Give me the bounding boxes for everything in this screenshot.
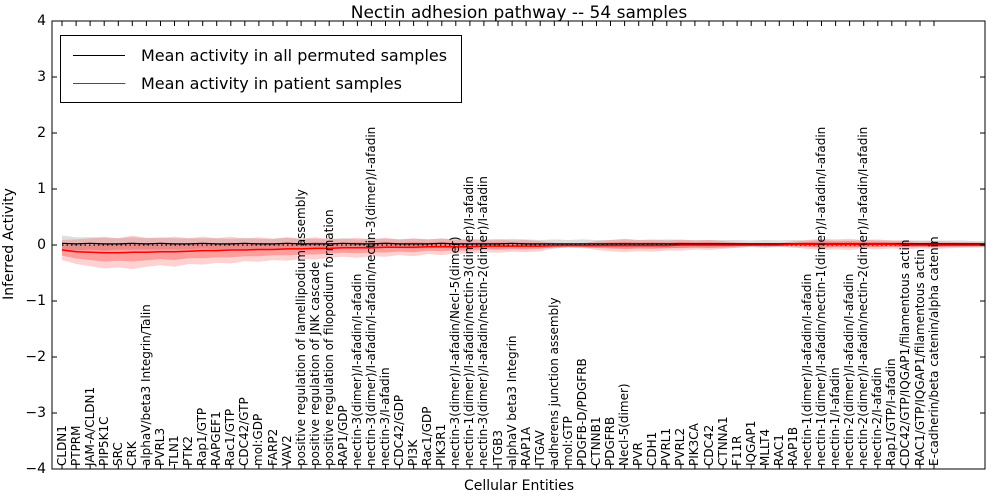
y-tick-label: 2 xyxy=(37,125,46,141)
x-tick-label: PDGFRB xyxy=(603,416,617,466)
x-tick-label: nectin-3(dimer)/I-afadin/Necl-5(dimer) xyxy=(448,236,463,466)
x-tick-label: positive regulation of filopodium format… xyxy=(321,209,336,466)
x-tick-label: nectin-2(dimer)/I-afadin/nectin-2(dimer)… xyxy=(856,126,871,466)
x-tick-label: TLN1 xyxy=(167,435,181,466)
x-tick-label: nectin-2/I-afadin xyxy=(870,367,885,466)
x-tick-label: PIP5K1C xyxy=(96,416,111,466)
legend-line-red-icon xyxy=(73,82,125,84)
x-tick-label: CDC42 xyxy=(701,424,716,466)
x-tick-label: positive regulation of JNK cascade xyxy=(307,261,322,466)
x-tick-label: CDC42/GTP/IQGAP1/filamentous actin xyxy=(898,239,913,466)
data-layer xyxy=(61,235,985,270)
x-tick-label: PIK3CA xyxy=(687,423,702,466)
y-tick-label: −1 xyxy=(25,293,46,309)
x-tick-label: PTPRM xyxy=(68,425,83,467)
x-tick-label: MLLT4 xyxy=(757,428,772,466)
x-tick-label: nectin-2(dimer)/I-afadin/I-afadin xyxy=(842,273,857,466)
x-tick-label: nectin-3(dimer)/I-afadin/I-afadin/nectin… xyxy=(363,126,378,466)
x-tick-label: RAP1/GDP xyxy=(335,405,350,466)
x-tick-label: CRK xyxy=(124,441,139,466)
chart-title: Nectin adhesion pathway -- 54 samples xyxy=(350,3,688,23)
legend: Mean activity in all permuted samples Me… xyxy=(60,35,463,103)
x-tick-label: IQGAP1 xyxy=(743,420,758,466)
x-tick-label: PVR xyxy=(631,442,646,466)
x-tick-label: CTNNA1 xyxy=(715,416,730,466)
x-tick-label: nectin-3/I-afadin xyxy=(378,367,392,466)
legend-entry-permuted: Mean activity in all permuted samples xyxy=(73,41,447,69)
x-tick-label: positive regulation of lamellipodium ass… xyxy=(293,189,308,466)
x-tick-label: CLDN1 xyxy=(54,425,69,466)
axis-ticks xyxy=(52,20,985,470)
x-tick-label: adherens junction assembly xyxy=(546,297,561,466)
y-tick-label: 4 xyxy=(37,13,46,29)
x-tick-label: E-cadherin/beta catenin/alpha catenin xyxy=(926,236,941,466)
x-tick-label: nectin-3(dimer)/I-afadin/nectin-2(dimer)… xyxy=(476,176,491,466)
x-tick-label: Rac1/GTP xyxy=(223,408,238,466)
x-tick-label: CDC42/GDP xyxy=(392,394,407,466)
x-tick-label: PIK3R1 xyxy=(434,423,449,466)
x-tick-label: RAP1A xyxy=(518,426,533,466)
legend-line-black-icon xyxy=(73,54,125,56)
x-tick-label: CDH1 xyxy=(645,431,660,466)
x-tick-label: ITGAV xyxy=(532,430,547,466)
x-tick-label: RAC1 xyxy=(771,434,786,466)
x-tick-label: nectin-1(dimer)/I-afadin/I-afadin xyxy=(799,273,814,466)
x-tick-label: mol:GDP xyxy=(251,413,266,466)
y-tick-label: 1 xyxy=(37,181,46,197)
patient-band-inner xyxy=(62,241,985,262)
x-tick-label: VAV2 xyxy=(279,435,294,466)
x-tick-label: SRC xyxy=(110,442,125,466)
y-tick-label: −4 xyxy=(25,461,46,477)
x-tick-label: PI3K xyxy=(406,439,421,466)
x-tick-label: PDGFB-D/PDGFRB xyxy=(574,358,589,466)
x-tick-label: RAC1/GTP/IQGAP1/filamentous actin xyxy=(912,248,927,466)
x-tick-label: PVRL3 xyxy=(153,427,167,466)
legend-label-patient: Mean activity in patient samples xyxy=(141,73,402,93)
x-tick-label: Rac1/GDP xyxy=(420,406,435,466)
x-tick-label: nectin-1/I-afadin xyxy=(828,367,843,466)
x-tick-label: PVRL1 xyxy=(659,427,674,466)
y-tick-label: 0 xyxy=(37,237,46,253)
x-tick-label: ITGB3 xyxy=(490,429,505,466)
y-axis-label: Inferred Activity xyxy=(1,188,17,300)
patient-mean-line xyxy=(61,243,985,254)
legend-entry-patient: Mean activity in patient samples xyxy=(73,69,447,97)
x-tick-label: Rap1/GTP xyxy=(195,407,210,466)
x-tick-label: PTK2 xyxy=(181,435,196,466)
x-tick-label: FARP2 xyxy=(265,428,280,466)
x-tick-label: Rap1/GTP/I-afadin xyxy=(884,358,899,466)
x-tick-label: F11R xyxy=(729,435,744,466)
x-tick-label: alphaV beta3 Integrin xyxy=(504,335,519,466)
x-tick-label: CDC42/GTP xyxy=(237,397,252,466)
x-tick-label: nectin-3(dimer)/I-afadin/I-afadin xyxy=(349,273,364,466)
y-tick-label: −2 xyxy=(25,349,46,365)
x-tick-label: mol:GTP xyxy=(560,416,575,466)
x-tick-label: RAPGEF1 xyxy=(209,411,224,466)
x-tick-label: JAM-A/CLDN1 xyxy=(82,386,97,466)
y-tick-label: 3 xyxy=(37,69,46,85)
x-tick-label: alphaV/beta3 Integrin/Talin xyxy=(138,304,153,466)
x-tick-label: PVRL2 xyxy=(673,427,688,466)
x-axis-label: Cellular Entities xyxy=(463,478,575,494)
legend-label-permuted: Mean activity in all permuted samples xyxy=(141,45,448,65)
x-tick-label: nectin-1(dimer)/I-afadin/nectin-1(dimer)… xyxy=(814,126,828,466)
x-tick-label: CTNNB1 xyxy=(589,416,603,466)
x-tick-label: Necl-5(dimer) xyxy=(617,383,632,466)
x-tick-label: RAP1B xyxy=(785,426,800,466)
y-tick-label: −3 xyxy=(25,405,46,421)
x-tick-label: nectin-1(dimer)/I-afadin/nectin-3(dimer)… xyxy=(462,176,477,466)
